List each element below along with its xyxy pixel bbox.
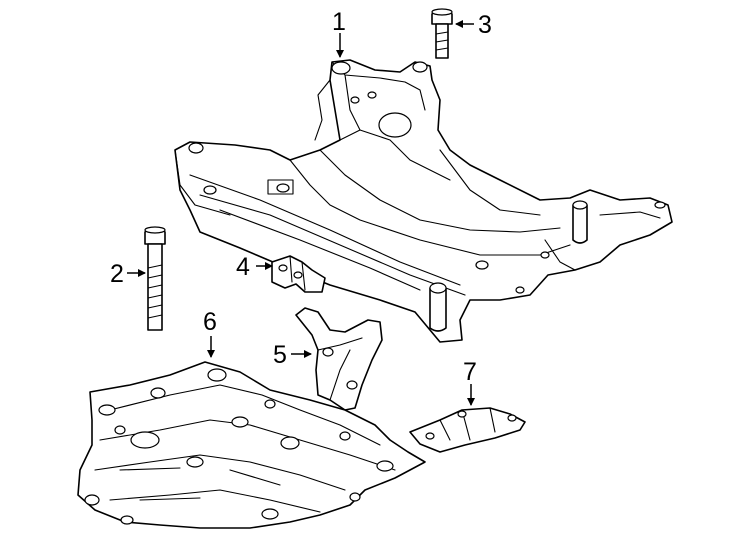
callout-7: 7 <box>463 358 477 386</box>
bracket-part-4 <box>271 255 326 293</box>
subframe-part <box>174 59 673 343</box>
callout-leaders <box>127 20 475 406</box>
shield-part-6 <box>77 361 426 529</box>
bolt-part-2 <box>144 226 166 331</box>
callout-3: 3 <box>478 11 492 39</box>
callout-5: 5 <box>273 341 287 369</box>
bracket-part-5 <box>295 307 383 411</box>
callout-6: 6 <box>203 308 217 336</box>
shield-part-7 <box>409 407 526 453</box>
callout-1: 1 <box>332 8 346 36</box>
callout-2: 2 <box>110 260 124 288</box>
bolt-part-3 <box>431 8 453 59</box>
callout-4: 4 <box>236 253 250 281</box>
